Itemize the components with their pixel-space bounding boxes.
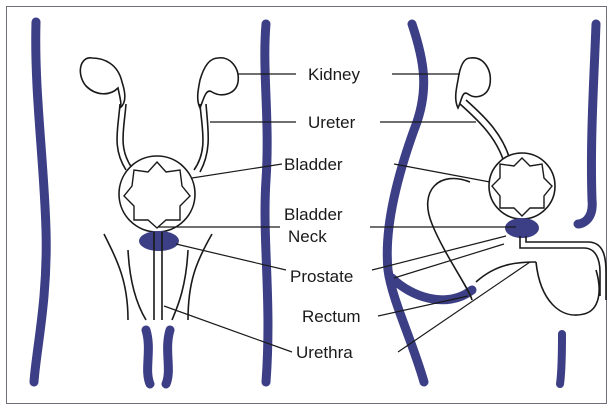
rectum-side <box>392 278 472 300</box>
label-bladder-neck-line2: Neck <box>288 227 327 246</box>
left-body-contour-outer <box>34 22 46 382</box>
bladder-side-inner <box>492 158 552 216</box>
label-rectum: Rectum <box>302 307 361 326</box>
left-ureter-front-b <box>123 104 132 168</box>
leg-contour-side <box>560 334 562 384</box>
seminal-loop-side <box>428 178 472 300</box>
scrotum-side <box>536 262 599 315</box>
right-kidney-front <box>198 58 239 108</box>
leader-urethra-left <box>164 306 292 352</box>
bladder-front-inner <box>124 162 190 228</box>
urethra-side <box>520 236 606 300</box>
label-kidney: Kidney <box>308 65 360 84</box>
right-ureter-front <box>194 104 203 170</box>
label-ureter: Ureter <box>308 113 356 132</box>
left-leg-front <box>146 330 150 384</box>
right-leg-front <box>166 330 170 384</box>
scrotum-front <box>128 250 188 320</box>
back-contour-side <box>387 24 424 382</box>
left-kidney-front <box>80 58 124 108</box>
label-bladder: Bladder <box>284 155 343 174</box>
label-prostate: Prostate <box>290 267 353 286</box>
front-contour-side <box>578 24 596 224</box>
leader-bladder-right <box>394 164 490 182</box>
label-urethra: Urethra <box>296 343 353 362</box>
label-bladder-neck-line1: Bladder <box>284 205 343 224</box>
prostate-side <box>505 218 539 238</box>
kidney-side <box>456 58 491 108</box>
left-body-contour-inner <box>265 24 268 382</box>
prostate-front <box>139 231 179 251</box>
